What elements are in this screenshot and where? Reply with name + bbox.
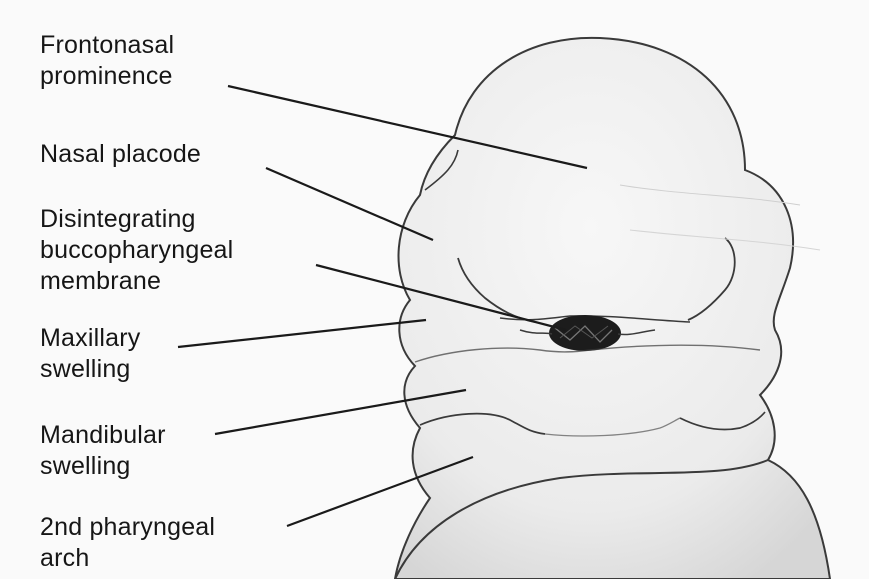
head-outline bbox=[395, 38, 830, 579]
label-mandibular-swelling: Mandibular swelling bbox=[40, 420, 166, 482]
label-line: Mandibular bbox=[40, 420, 166, 451]
label-line: arch bbox=[40, 543, 215, 574]
label-nasal-placode: Nasal placode bbox=[40, 139, 201, 170]
label-line: Maxillary bbox=[40, 323, 140, 354]
label-line: buccopharyngeal bbox=[40, 235, 233, 266]
label-line: Nasal placode bbox=[40, 139, 201, 170]
label-line: prominence bbox=[40, 61, 174, 92]
label-line: swelling bbox=[40, 451, 166, 482]
label-line: membrane bbox=[40, 266, 233, 297]
label-line: swelling bbox=[40, 354, 140, 385]
label-line: Frontonasal bbox=[40, 30, 174, 61]
label-line: 2nd pharyngeal bbox=[40, 512, 215, 543]
leader-maxillary bbox=[178, 320, 426, 347]
label-maxillary-swelling: Maxillary swelling bbox=[40, 323, 140, 385]
leader-nasal-placode bbox=[266, 168, 433, 240]
label-line: Disintegrating bbox=[40, 204, 233, 235]
label-disintegrating-buccopharyngeal-membrane: Disintegrating buccopharyngeal membrane bbox=[40, 204, 233, 297]
label-frontonasal-prominence: Frontonasal prominence bbox=[40, 30, 174, 92]
label-2nd-pharyngeal-arch: 2nd pharyngeal arch bbox=[40, 512, 215, 574]
